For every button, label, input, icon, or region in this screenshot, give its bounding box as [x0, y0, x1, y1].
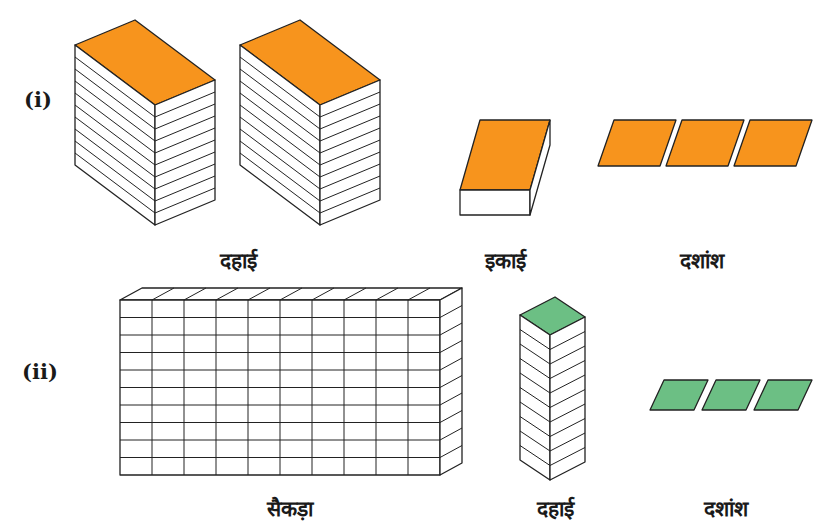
- tenth-flat: [734, 120, 812, 166]
- hundred-flat-division: [440, 323, 462, 335]
- hundred-flat-division: [280, 300, 281, 475]
- place-value-label: दशांश: [704, 497, 748, 522]
- hundred-flat-side: [440, 288, 462, 475]
- tens-rod-front: [240, 45, 320, 225]
- tens-rod-division: [320, 152, 380, 177]
- tenth-flat: [702, 380, 760, 410]
- tens-rod-division: [240, 141, 320, 201]
- unit-cube-side: [530, 120, 550, 215]
- tens-rod-division: [240, 81, 320, 141]
- part-number: (ii): [22, 359, 58, 384]
- tens-rod-division: [75, 141, 155, 201]
- tens-rod-division: [320, 116, 380, 141]
- tens-rod-side: [155, 80, 215, 225]
- hundred-flat-division: [152, 288, 174, 300]
- tenth-flat: [598, 120, 676, 166]
- hundred-flat-division: [216, 288, 238, 300]
- tens-rod-division: [155, 176, 215, 201]
- place-value-label: दशांश: [680, 249, 724, 274]
- hundred-flat-division: [184, 288, 206, 300]
- tens-rod-division: [155, 104, 215, 129]
- hundred-flat-division: [376, 288, 398, 300]
- hundred-flat-division: [312, 300, 313, 475]
- tens-rod-division: [240, 105, 320, 165]
- place-value-label: दहाई: [220, 249, 257, 274]
- tens-rod-division: [320, 128, 380, 153]
- hundred-flat-division: [408, 288, 430, 300]
- tens-rod-division: [320, 188, 380, 213]
- tens-rod-division: [320, 164, 380, 189]
- hundred-flat-division: [408, 300, 409, 475]
- tens-rod-division: [320, 92, 380, 117]
- tens-rod-division: [550, 419, 585, 437]
- hundred-flat-division: [440, 358, 462, 370]
- place-value-label: इकाई: [485, 249, 526, 274]
- tens-rod-division: [75, 105, 155, 165]
- tens-rod-division: [550, 404, 585, 422]
- tens-rod-side: [320, 80, 380, 225]
- tens-rod-division: [75, 57, 155, 117]
- hundred-flat-front: [120, 300, 440, 475]
- hundred-flat-division: [152, 300, 153, 475]
- tens-rod-division: [240, 153, 320, 213]
- tens-rod-front: [520, 315, 550, 480]
- place-value-label: दहाई: [537, 497, 574, 522]
- hundred-flat-division: [312, 288, 334, 300]
- unit-cube-front: [460, 190, 530, 215]
- hundred-flat-division: [344, 288, 366, 300]
- tens-rod-division: [155, 164, 215, 189]
- tens-rod-division: [75, 81, 155, 141]
- hundred-flat-division: [248, 288, 270, 300]
- tenth-flat: [754, 380, 812, 410]
- tens-rod-division: [520, 446, 550, 466]
- tens-rod-division: [240, 93, 320, 153]
- tens-rod-division: [550, 390, 585, 408]
- tens-rod-division: [75, 69, 155, 129]
- hundred-flat-division: [440, 306, 462, 318]
- tens-rod-division: [155, 128, 215, 153]
- hundred-flat-division: [376, 300, 377, 475]
- tens-rod-division: [320, 104, 380, 129]
- tens-rod-division: [155, 140, 215, 165]
- tens-rod-division: [550, 375, 585, 393]
- hundred-flat-division: [440, 446, 462, 458]
- tens-rod-division: [155, 152, 215, 177]
- tens-rod-division: [240, 129, 320, 189]
- tens-rod-division: [240, 57, 320, 117]
- tens-rod-division: [75, 129, 155, 189]
- tens-rod-division: [550, 448, 585, 466]
- tens-rod-division: [320, 140, 380, 165]
- tens-rod-division: [550, 361, 585, 379]
- hundred-flat-division: [248, 300, 249, 475]
- hundred-flat-top: [120, 288, 462, 300]
- hundred-flat-division: [440, 393, 462, 405]
- tens-rod-division: [240, 117, 320, 177]
- tens-rod-division: [75, 117, 155, 177]
- hundred-flat-division: [184, 300, 185, 475]
- hundred-flat-division: [440, 376, 462, 388]
- tens-rod-division: [155, 188, 215, 213]
- hundred-flat-division: [440, 428, 462, 440]
- place-value-label: सैकड़ा: [267, 497, 313, 522]
- tens-rod-division: [155, 116, 215, 141]
- tens-rod-division: [240, 69, 320, 129]
- tens-rod-side: [550, 317, 585, 480]
- tens-rod-front: [75, 45, 155, 225]
- hundred-flat-division: [216, 300, 217, 475]
- part-number: (i): [24, 87, 52, 112]
- tenth-flat: [650, 380, 708, 410]
- tenth-flat: [666, 120, 744, 166]
- hundred-flat-division: [440, 411, 462, 423]
- hundred-flat-division: [440, 341, 462, 353]
- tens-rod-division: [75, 93, 155, 153]
- tens-rod-division: [320, 176, 380, 201]
- tens-rod-division: [550, 346, 585, 364]
- tens-rod-division: [550, 332, 585, 350]
- tens-rod-division: [155, 92, 215, 117]
- tens-rod-division: [550, 433, 585, 451]
- hundred-flat-division: [280, 288, 302, 300]
- hundred-flat-division: [344, 300, 345, 475]
- tens-rod-division: [75, 153, 155, 213]
